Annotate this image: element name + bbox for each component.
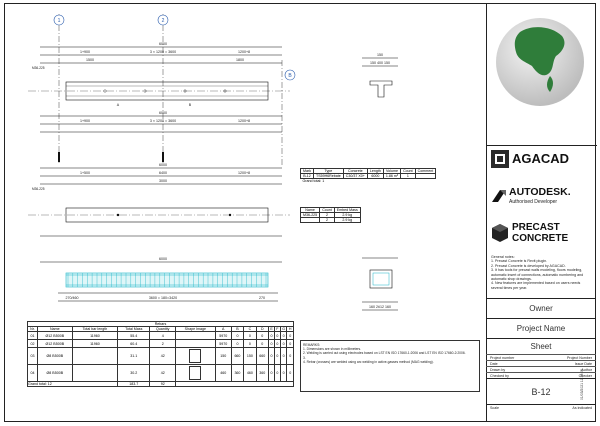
embed-mark-top: M36-225: [32, 66, 45, 70]
view3-right: 270: [259, 296, 265, 300]
remarks-box: REMARKS: 1. Dimensions are shown in mill…: [300, 340, 480, 392]
precast-icon: [492, 224, 508, 242]
section-mark-b: B: [189, 103, 192, 107]
view2-sub: 3000: [159, 179, 167, 183]
tb-row-scale: Scale As indicated: [486, 404, 596, 411]
shape-image: [174, 364, 216, 382]
table-footer: Grand total: 12 183.7 92: [26, 381, 295, 387]
table-row: 2 2.9 kg: [299, 217, 361, 223]
dim-mid-left: 1+900: [80, 119, 90, 123]
dim-top-left: 1+900: [80, 50, 90, 54]
dim-top-total: 6000: [159, 42, 167, 46]
section-width: 150: [377, 53, 383, 57]
col-header: Comment: [414, 168, 437, 174]
element-schedule: Mark Type Concrete Length Volume Count C…: [300, 168, 437, 183]
view2-mid: 6400: [159, 171, 167, 175]
tb-row-checked-by: Checked by Checker: [486, 372, 596, 379]
note-line: 1. Precast Concrete is Revit plugin.: [491, 259, 548, 264]
grid-bubble-1: 1: [53, 14, 65, 26]
remarks-title: REMARKS:: [303, 343, 321, 347]
svg-text:B: B: [288, 73, 292, 79]
agacad-logo: AGACAD: [491, 150, 591, 170]
dim-mid-total: 6000: [159, 111, 167, 115]
dim-mid-right: 1200+8: [238, 119, 250, 123]
general-notes: General notes: 1. Precast Concrete is Re…: [491, 255, 591, 290]
dim-top-mid: 3 × 1200 = 3600: [150, 50, 176, 54]
section-sub: 150 400 150: [370, 61, 390, 65]
sheet-frame: [4, 3, 596, 422]
grid-bubble-2: 2: [157, 14, 169, 26]
drawing-area: 1 2 B 6000 3 × 1200 = 3600 1+900 1200+8 …: [28, 14, 398, 311]
section2-dims: 160 2¢12 160: [369, 305, 391, 309]
remarks-line: 1. Dimensions are shown in millimeters.: [303, 347, 362, 352]
remarks-line: 3.: [303, 355, 306, 360]
table-row: B-12 TS59H6Rebate C30/37 X0+ 6000 1.86 m…: [300, 173, 437, 179]
autodesk-icon: [492, 190, 506, 202]
dim-top-left2: 1500: [86, 58, 94, 62]
view3-bottom: 3600 = 180=3420: [149, 296, 177, 300]
owner-label: Owner: [529, 304, 553, 313]
note-line: 4. New features are implemented based on…: [491, 281, 581, 290]
precast-concrete-logo: PRECAST CONCRETE: [491, 222, 591, 246]
remarks-line: 2. Welding is carried out using electrod…: [303, 351, 466, 356]
svg-text:1: 1: [58, 18, 61, 24]
tb-row-date: Date Issue Date: [486, 360, 596, 367]
remarks-line: 4. Rebar (crosses) are welded using arc …: [303, 359, 434, 364]
title-block: [486, 3, 597, 422]
rebar-cage: [65, 272, 269, 288]
autodesk-logo: AUTODESK. Authorised Developer: [491, 186, 591, 210]
embed-schedule: Name Count Embed Mass M36-225 2 2.9 kg 2…: [299, 207, 361, 223]
view3-left: 270/460: [66, 296, 79, 300]
globe-image: [496, 18, 584, 106]
note-line: 2. Precast Concrete is developed by AGAC…: [491, 263, 566, 268]
table-footer: Grand total: 1: [302, 179, 325, 183]
rebar-schedule: Rebars Nr. Name Total bar length Total M…: [26, 321, 295, 387]
table-row: M36-225 2 2.9 kg: [299, 212, 361, 218]
shape-image: [174, 347, 216, 365]
section-mark-a: A: [117, 103, 120, 107]
svg-text:2: 2: [162, 18, 165, 24]
dim-top-right2: 1800: [236, 58, 244, 62]
view2-right: 1200+8: [238, 171, 250, 175]
dim-top-right: 1200+8: [238, 50, 250, 54]
tb-row-drawn-by: Drawn by Author: [486, 366, 596, 373]
sheet-number: B-12: [531, 387, 551, 397]
embed-mark-mid: M36-225: [32, 187, 45, 191]
view2-left: 1+500: [80, 171, 90, 175]
tb-row-project-number: Project number Project Number: [486, 354, 596, 361]
note-line: 3. It has tools for precast walls modeli…: [491, 268, 584, 282]
grid-bubble-b: B: [284, 69, 296, 81]
view3-total: 6000: [159, 257, 167, 261]
dim-mid-mid: 3 × 1200 = 3600: [150, 119, 176, 123]
side-date: 01/03/2021 11:15:05: [580, 369, 584, 400]
sheet-name: Sheet: [530, 342, 552, 351]
project-name: Project Name: [516, 324, 566, 333]
view2-total: 6000: [159, 163, 167, 167]
